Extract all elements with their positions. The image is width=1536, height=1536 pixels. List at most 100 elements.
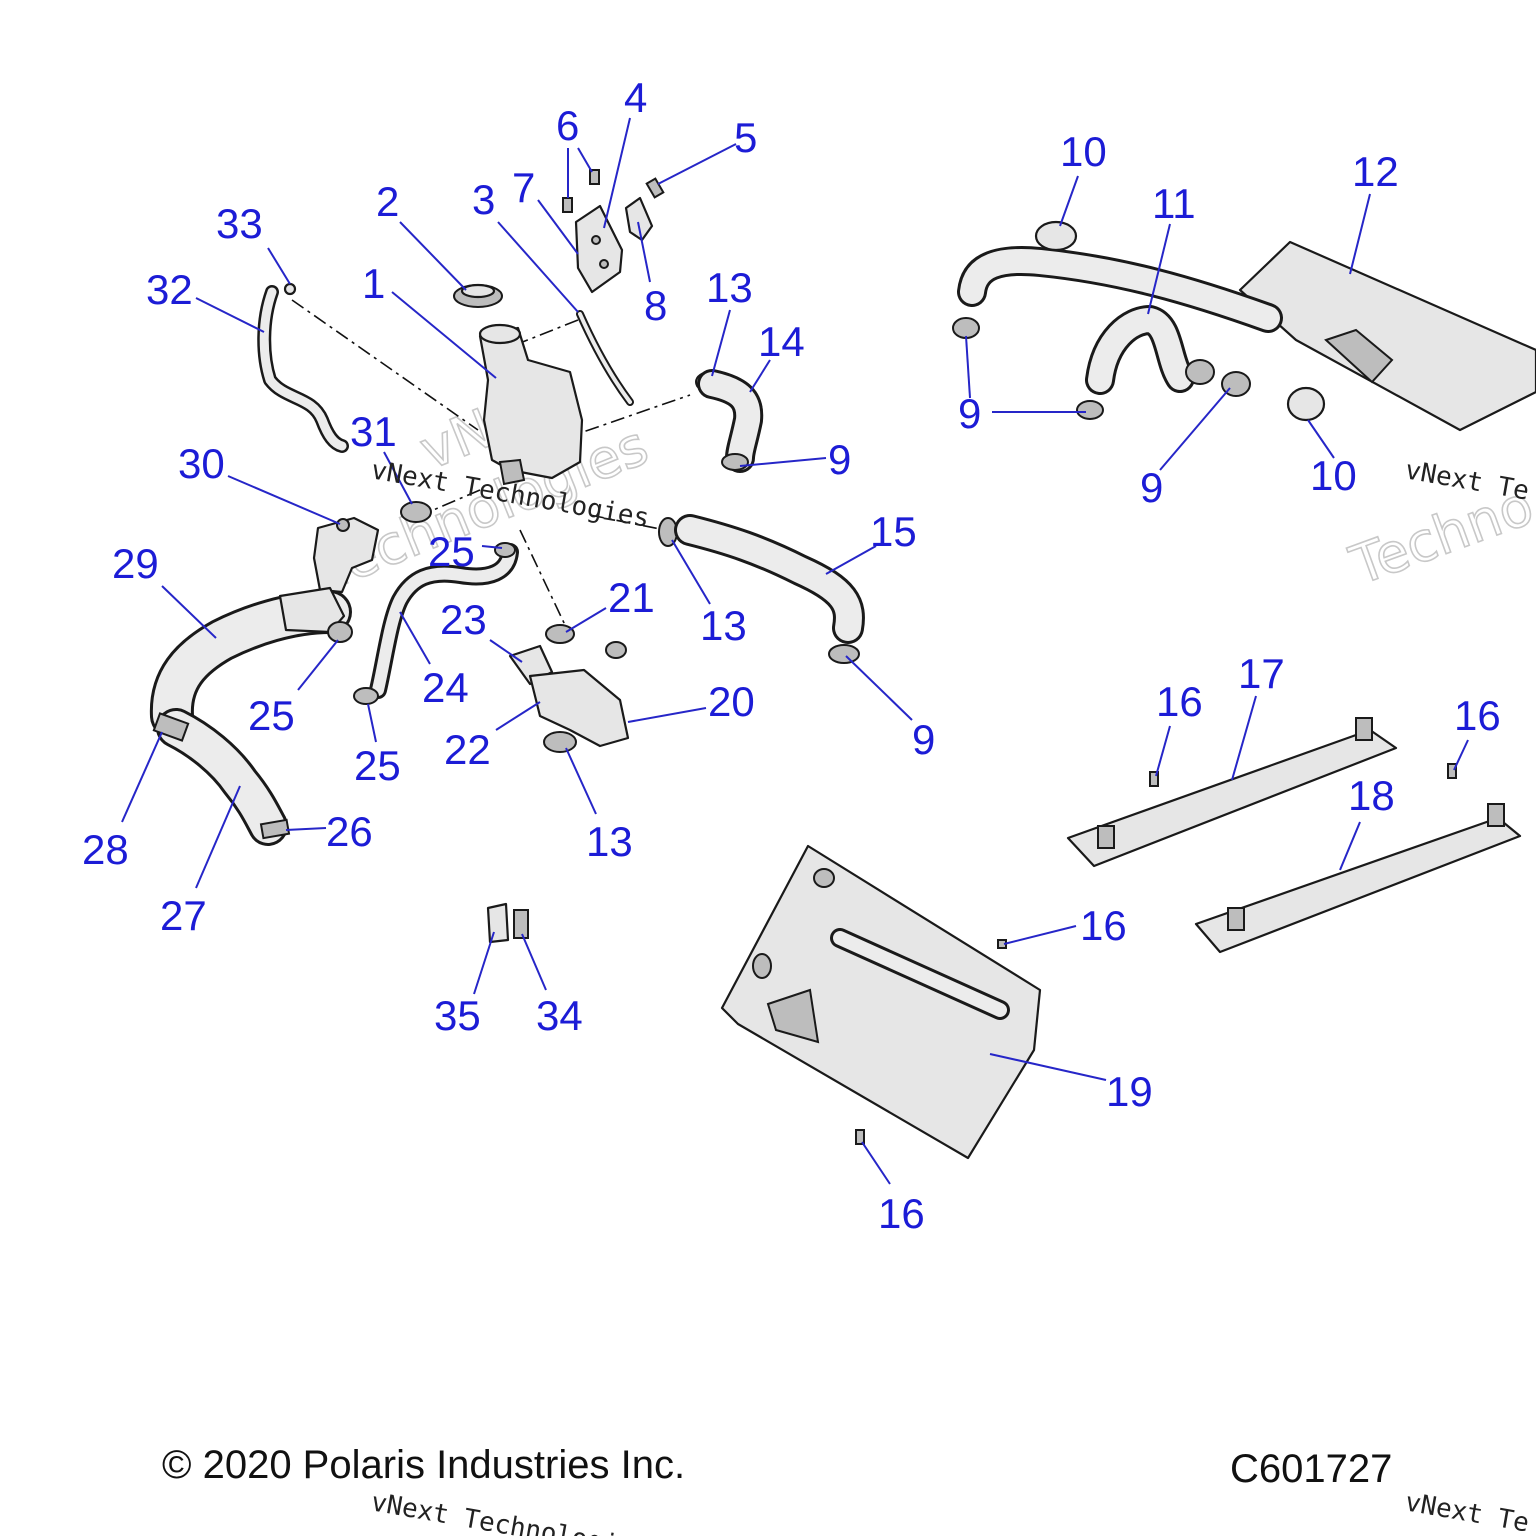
callout-7: 7 [512,164,535,211]
cap-2-top [460,283,496,299]
leader-13-mid [671,539,711,605]
callout-16-c: 16 [1080,902,1127,949]
leader-16-b [1453,739,1469,771]
leader-14 [749,359,771,393]
leader-9-r1 [965,335,971,399]
diagram-code: C601727 [1230,1447,1392,1491]
right-parts [720,220,1536,1160]
leader-11 [1147,223,1171,315]
callout-20: 20 [708,678,755,725]
housing-30 [312,516,380,594]
oring-10-bottom [1286,386,1326,422]
callout-9-left: 9 [828,436,851,483]
callout-33: 33 [216,200,263,247]
callout-26: 26 [326,808,373,855]
callout-10-bottom: 10 [1310,452,1357,499]
leader-21 [565,607,607,633]
leader-19 [989,1053,1107,1081]
leader-13-top [711,309,731,377]
callout-14: 14 [758,318,805,365]
leader-8 [637,221,651,283]
leader-28 [121,731,163,823]
oring-10-top [1034,220,1078,252]
bolt-6 [589,169,600,185]
callout-8: 8 [644,282,667,329]
leader-7 [537,199,579,255]
shroud-12-fitting [1324,328,1394,384]
leader-35 [473,931,495,995]
clamp-21 [545,624,575,644]
leader-1 [391,291,497,379]
sensor-34 [513,909,529,939]
bolt-16-a [1149,771,1159,787]
clamp-33 [283,282,297,296]
reservoir-1-outlet [498,458,526,486]
leader-lines [121,117,1469,1185]
callout-13-top: 13 [706,264,753,311]
leader-32 [195,297,265,333]
centerline-3-to-1 [514,319,579,346]
callout-9-r3: 9 [1140,464,1163,511]
reservoir-1-neck [478,323,522,345]
callout-25-low: 25 [354,742,401,789]
leader-9-r3 [1159,387,1231,471]
callout-32: 32 [146,266,193,313]
callout-34: 34 [536,992,583,1039]
leader-6b [577,147,593,173]
callout-16-d: 16 [878,1190,925,1237]
callout-13-low: 13 [586,818,633,865]
callout-12: 12 [1352,148,1399,195]
callout-3: 3 [472,176,495,223]
callout-19: 19 [1106,1068,1153,1115]
clamp-28 [152,712,190,742]
centerline-32-to-1 [291,299,479,431]
leader-12 [1349,193,1371,275]
clamp-9-bottom [828,644,860,664]
shroud-12 [1238,240,1536,432]
leader-27 [195,785,241,889]
leader-18 [1339,821,1361,871]
tank-17 [1066,728,1398,868]
leader-33 [267,247,291,285]
tank-18-inlet [1487,803,1505,827]
bracket-4 [574,204,624,294]
radiator-19-bar-fill [833,931,1007,1017]
tank-17-inlet [1355,717,1373,741]
callout-10-top: 10 [1060,128,1107,175]
leader-25-low [367,703,377,743]
radiator-19-fitting [813,868,835,888]
housing-30-bolt [336,518,350,532]
leader-20 [627,707,707,723]
callout-15: 15 [870,508,917,555]
leader-4 [603,117,631,229]
callout-29: 29 [112,540,159,587]
callout-27: 27 [160,892,207,939]
callout-6: 6 [556,102,579,149]
leader-13-low [565,747,597,815]
left-parts [149,169,865,944]
leader-25-left [297,639,339,691]
clamp-25-bottom [353,687,379,705]
callout-21: 21 [608,574,655,621]
hose-24-fill [372,546,516,696]
tube-11-fill [960,248,1280,330]
callout-16-b: 16 [1454,692,1501,739]
callout-4: 4 [624,74,647,121]
leader-10-bottom [1307,419,1335,459]
bracket-4-hole-b [599,259,609,269]
leader-24 [399,611,431,665]
callout-25-top: 25 [428,528,475,575]
clamp-9-a [952,317,980,339]
callout-25-left: 25 [248,692,295,739]
leader-29 [161,585,217,639]
centerline-1-to-21 [519,529,566,626]
callout-30: 30 [178,440,225,487]
bracket-4-hole-a [591,235,601,245]
callout-17: 17 [1238,650,1285,697]
centerline-1-to-14 [559,394,691,441]
callout-22: 22 [444,726,491,773]
hose-3-fill [578,312,632,404]
callout-9-r1: 9 [958,390,981,437]
copyright-text: © 2020 Polaris Industries Inc. [162,1443,685,1487]
leader-16-c [1003,925,1077,945]
